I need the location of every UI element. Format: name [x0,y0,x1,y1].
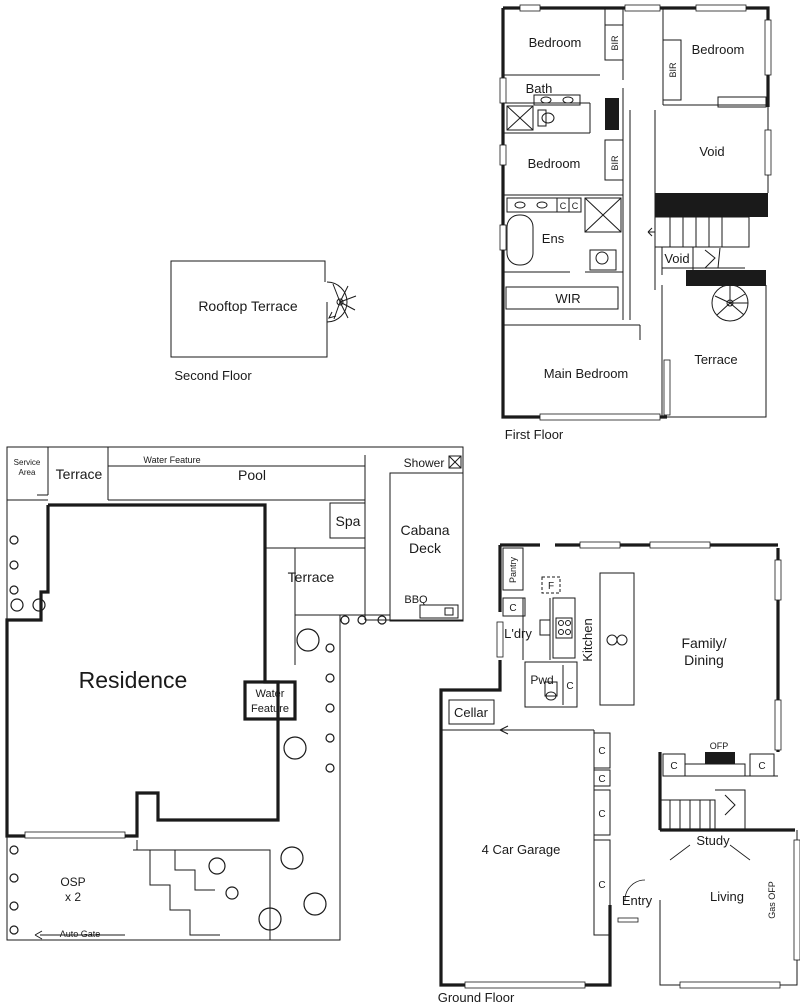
kitchen-label: Kitchen [580,618,595,661]
ff-bir-3-label: BIR [610,155,620,171]
garage-label: 4 Car Garage [482,842,561,857]
ff-bedroom-3-label: Bedroom [528,156,581,171]
laundry-label: L'dry [504,626,532,641]
osp-label-1: OSP [60,875,85,889]
garage-c3-label: C [598,809,605,820]
ff-bedroom-2-label: Bedroom [692,42,745,57]
ff-bir-1-label: BIR [610,35,620,51]
cabana-label-1: Cabana [400,522,449,538]
cellar-label: Cellar [454,705,489,720]
ff-main-bedroom-label: Main Bedroom [544,366,629,381]
ff-wir-label: WIR [555,291,580,306]
spiral-stair [326,281,357,323]
first-floor-caption: First Floor [505,427,564,442]
family-label-1: Family/ [681,635,726,651]
service-area-label-2: Area [19,468,36,477]
garage-c1-label: C [598,746,605,757]
residence-label: Residence [79,667,188,693]
ff-void-2-label: Void [664,251,689,266]
ff-ens-label: Ens [542,231,565,246]
cabana-label-2: Deck [409,540,442,556]
ff-bir-2-label: BIR [668,62,678,78]
ff-bath-label: Bath [526,81,553,96]
first-floor: Bedroom Bedroom Bedroom BIR BIR BIR Bath… [499,4,772,442]
f-label: F [548,581,554,592]
garage-c4-label: C [598,880,605,891]
service-area-label-1: Service [14,458,41,467]
entry-label: Entry [622,893,653,908]
site-plants [9,535,387,935]
ff-void-1-label: Void [699,144,724,159]
ff-c1-label: C [560,201,567,211]
bbq-label: BBQ [404,594,428,606]
ff-terrace-label: Terrace [694,352,737,367]
site-plan: Service Area Terrace Water Feature Pool … [5,446,464,941]
site-terrace-2-label: Terrace [288,569,335,585]
gas-ofp-label: Gas OFP [767,881,777,919]
osp-label-2: x 2 [65,890,81,904]
garage-c2-label: C [598,774,605,785]
spa-label: Spa [336,513,361,529]
second-floor-caption: Second Floor [174,368,252,383]
water-feature-box [243,680,297,721]
living-label: Living [710,889,744,904]
ofp-label: OFP [710,741,729,751]
water-feature-top-label: Water Feature [143,455,200,465]
terrace-spiral-stair [711,284,749,322]
site-terrace-1-label: Terrace [56,466,103,482]
water-feature-label-2: Feature [251,703,289,715]
family-label-2: Dining [684,652,724,668]
second-floor: Rooftop Terrace Second Floor [170,260,357,383]
ground-floor: Pantry F C L'dry Kitchen Family/ Dining … [438,541,800,1005]
ff-bedroom-1-label: Bedroom [529,35,582,50]
ofp-c2-label: C [758,761,765,772]
pool-label: Pool [238,467,266,483]
laundry-c-label: C [509,603,516,614]
powder-label: Pwd [530,673,553,687]
water-feature-label-1: Water [256,688,285,700]
ground-floor-caption: Ground Floor [438,990,515,1005]
powder-c-label: C [566,681,573,692]
pantry-label: Pantry [508,556,518,583]
ff-c2-label: C [572,201,579,211]
rooftop-terrace-outline [170,260,328,358]
study-label: Study [696,833,730,848]
ofp-c1-label: C [670,761,677,772]
rooftop-terrace-label: Rooftop Terrace [198,298,298,314]
shower-label: Shower [404,456,445,470]
auto-gate-label: Auto Gate [60,929,101,939]
